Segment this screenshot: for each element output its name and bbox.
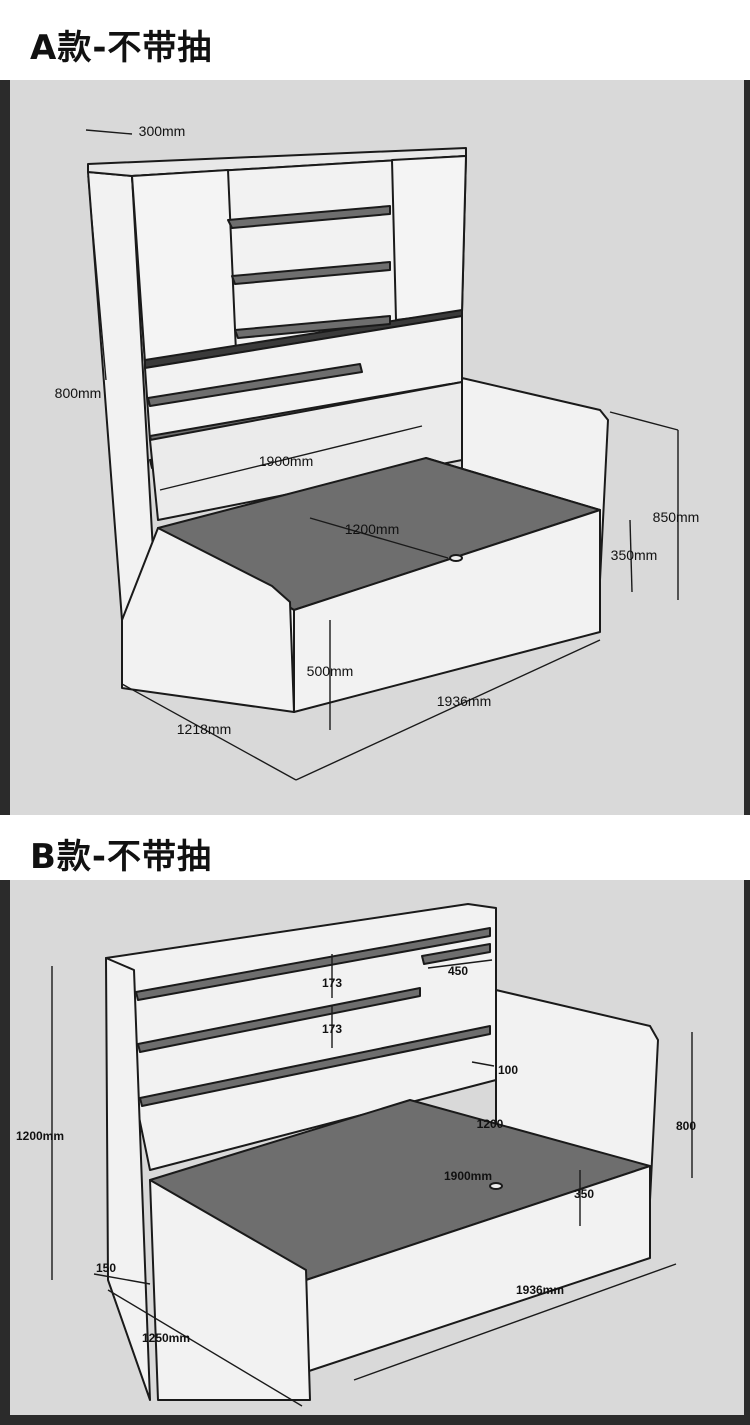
shelf-1 <box>135 927 491 1001</box>
dim-total-height: 850mm <box>653 509 700 525</box>
dim-total-width-b: 1250mm <box>142 1331 190 1345</box>
upper-shelf-1 <box>227 205 391 229</box>
dim-shelf-width: 1900mm <box>259 453 313 469</box>
cubby-shelf <box>421 943 491 965</box>
dim-depth-top: 300mm <box>139 123 186 139</box>
dimension-lines <box>85 129 679 781</box>
dim-cabinet-height: 800mm <box>55 385 102 401</box>
section-b-diagram: 173 173 450 100 1200 1900mm 350 800 1200… <box>10 880 744 1415</box>
dim-back-depth-b: 150 <box>96 1261 116 1275</box>
dim-shelf-gap-1: 173 <box>322 976 342 990</box>
end-panel-b <box>149 1179 311 1401</box>
bed-b-drawing: 173 173 450 100 1200 1900mm 350 800 1200… <box>16 903 696 1407</box>
dim-total-length: 1936mm <box>437 693 491 709</box>
section-a-header: A款-不带抽 <box>0 0 750 80</box>
end-panel <box>121 527 295 713</box>
dim-side-height: 350mm <box>611 547 658 563</box>
dim-mattress-width-b: 1200 <box>477 1117 504 1131</box>
dim-mattress-length-b: 1900mm <box>444 1169 492 1183</box>
dim-offset: 100 <box>498 1063 518 1077</box>
right-door <box>391 155 467 321</box>
dim-side-height-b: 350 <box>574 1187 594 1201</box>
section-a-title: A款-不带抽 <box>30 28 213 68</box>
section-b-header: B款-不带抽 <box>0 815 750 880</box>
finger-hole-b <box>489 1182 503 1190</box>
finger-hole <box>449 554 463 562</box>
dim-shelf-gap-2: 173 <box>322 1022 342 1036</box>
dim-total-length-b: 1936mm <box>516 1283 564 1297</box>
shelf-3 <box>139 1025 491 1107</box>
upper-shelf-2 <box>231 261 391 285</box>
left-end-panel <box>105 957 151 1401</box>
dimension-lines-b <box>51 954 693 1407</box>
dim-cubby-width: 450 <box>448 964 468 978</box>
lower-shelf-1 <box>147 363 363 407</box>
section-b-title: B款-不带抽 <box>30 837 213 877</box>
bed-a-drawing: 300mm 800mm 1900mm 1200mm 850mm 350mm 50… <box>55 123 700 781</box>
upper-shelf-3 <box>234 315 391 339</box>
dim-back-height-b: 800 <box>676 1119 696 1133</box>
section-a-diagram: 300mm 800mm 1900mm 1200mm 850mm 350mm 50… <box>10 80 744 815</box>
dim-base-height: 500mm <box>307 663 354 679</box>
shelf-2 <box>137 987 421 1053</box>
left-door <box>131 169 237 363</box>
dim-total-height-b: 1200mm <box>16 1129 64 1143</box>
dim-mattress-width: 1200mm <box>345 521 399 537</box>
dim-total-width: 1218mm <box>177 721 231 737</box>
